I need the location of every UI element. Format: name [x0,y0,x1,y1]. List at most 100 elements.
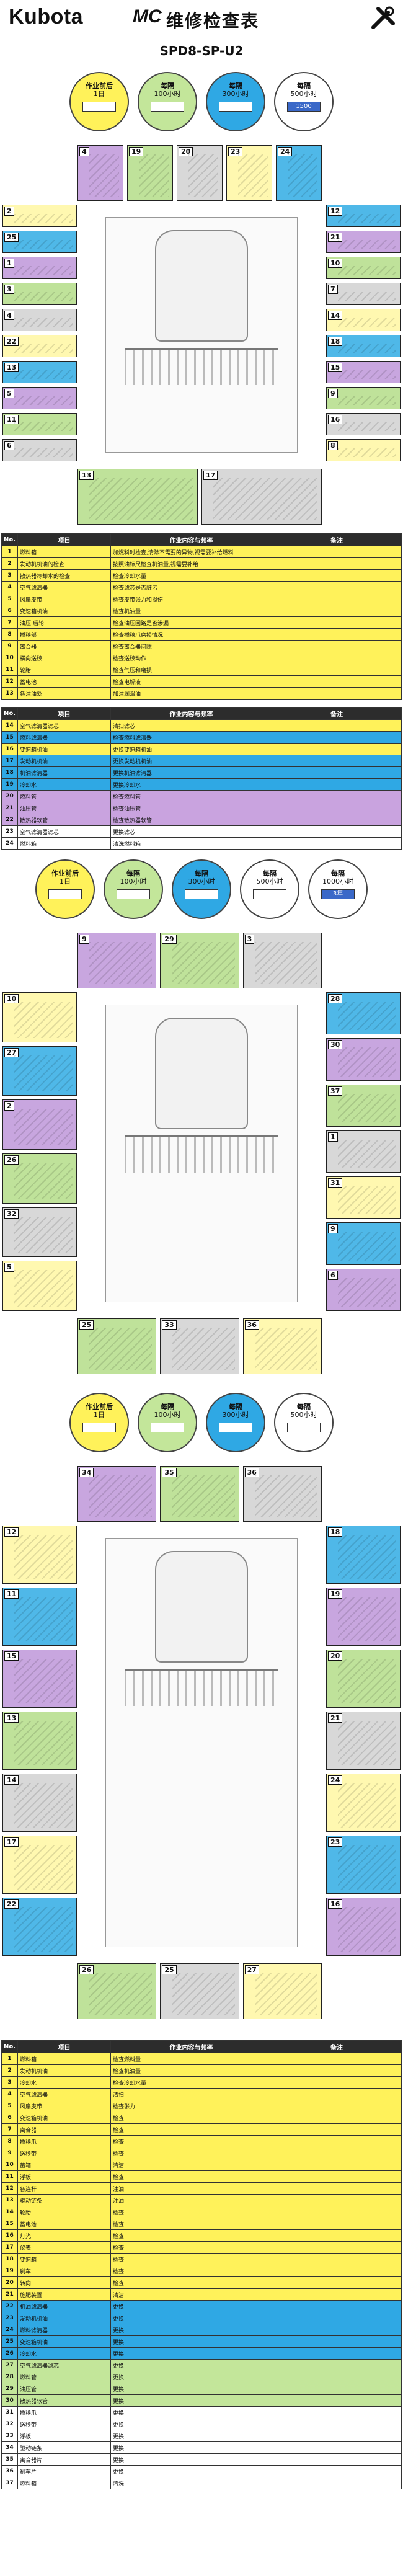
panel-number: 28 [328,994,343,1003]
row-note [272,2253,402,2265]
table-header: 备注 [272,533,402,546]
detail-panel: 13 [78,469,198,525]
row-work: 按照油标尺检查机油量,视需要补给 [110,557,273,570]
row-item: 浮板 [17,2170,112,2183]
panel-illustration [14,1721,73,1765]
row-note [272,837,402,850]
row-work: 检查离合器间隙 [110,640,273,652]
row-item: 轮胎 [17,2206,112,2218]
row-work: 更换冷却水 [110,778,273,791]
machine-illustration [105,1538,298,1947]
panel-illustration [338,1597,396,1641]
panel-number: 29 [162,935,177,944]
row-item: 燃料箱 [17,546,112,558]
panel-number: 15 [4,1651,19,1661]
detail-panel: 8 [326,439,401,461]
row-work: 检查油压回路是否渗漏 [110,616,273,629]
row-number: 23 [1,2312,19,2324]
panel-illustration [338,214,396,223]
panel-number: 22 [4,337,19,346]
detail-panel: 25 [2,231,77,253]
row-note [272,664,402,676]
row-item: 空气滤清器滤芯 [17,719,112,732]
panel-number: 10 [328,259,343,268]
detail-panel: 21 [326,1712,401,1770]
panel-number: 16 [328,1899,343,1909]
row-item: 油压管 [17,2383,112,2395]
detail-panel: 24 [326,1774,401,1832]
row-note [272,2335,402,2348]
row-work: 加注润滑油 [110,687,273,700]
badge-top: 作业前后 [86,82,113,90]
row-number: 20 [1,2276,19,2289]
row-item: 浮板 [17,2430,112,2442]
row-number: 13 [1,687,19,700]
table-header: No. [1,707,19,720]
row-item: 燃料箱 [17,837,112,850]
row-note [272,2053,402,2065]
row-number: 23 [1,825,19,838]
panel-illustration [338,422,396,431]
detail-panel: 30 [326,1038,401,1081]
row-work: 检查冷却水量 [110,569,273,582]
row-item: 燃料管 [17,2371,112,2383]
panel-number: 25 [4,233,19,242]
row-work: 更换 [110,2359,273,2371]
panel-number: 13 [4,363,19,372]
row-note [272,593,402,605]
row-work: 检查电解液 [110,675,273,688]
machine-illustration [105,217,298,453]
panel-illustration [238,154,268,197]
panel-number: 12 [328,207,343,216]
badge-mid: 100小时 [154,90,181,99]
row-item: 各连杆 [17,2182,112,2195]
row-item: 变速箱机油 [17,743,112,755]
row-work: 更换变速箱机油 [110,743,273,755]
row-item: 机油滤清器 [17,766,112,779]
panel-illustration [338,1093,396,1122]
panel-illustration [89,1973,153,2015]
row-work: 更换 [110,2453,273,2466]
detail-panel: 2 [2,1099,77,1150]
detail-panel: 28 [326,992,401,1035]
row-work: 清洗 [110,2477,273,2489]
row-work: 检查 [110,2218,273,2230]
row-item: 风扇皮带 [17,593,112,605]
detail-panel: 25 [160,1963,239,2019]
detail-panel: 4 [2,309,77,331]
row-work: 检查燃料滤清器 [110,731,273,744]
panel-number: 11 [4,1589,19,1599]
panel-illustration [14,214,73,223]
row-item: 蓄电池 [17,675,112,688]
detail-panel: 13 [2,361,77,383]
panel-illustration [254,1973,317,2015]
row-item: 机油滤清器 [17,2300,112,2312]
row-note [272,557,402,570]
row-item: 插秧爪 [17,2406,112,2418]
panel-number: 36 [244,1320,259,1330]
panel-illustration [338,1277,396,1307]
panel-number: 18 [328,1527,343,1537]
row-number: 30 [1,2394,19,2407]
row-item: 变速箱 [17,2253,112,2265]
row-note [272,2135,402,2147]
detail-panel: 16 [326,1898,401,1956]
